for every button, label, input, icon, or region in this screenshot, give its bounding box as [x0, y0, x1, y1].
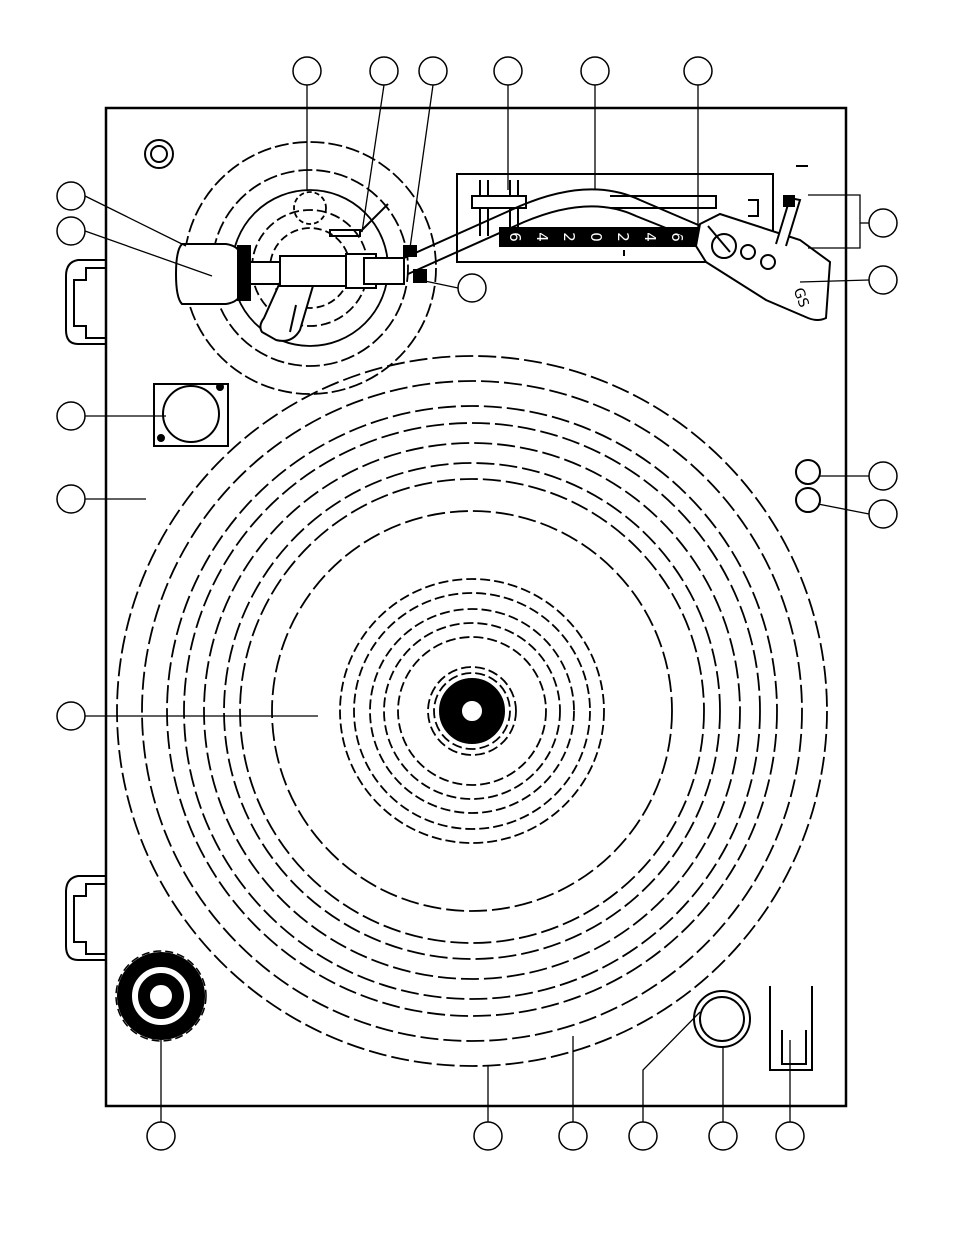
- side-clip-upper: [66, 260, 106, 344]
- pitch-button-upper: [796, 460, 820, 484]
- callout-balloon: [419, 57, 447, 85]
- callout-balloon: [57, 217, 85, 245]
- pitch-scale-digit: 4: [641, 232, 659, 242]
- start-button-lower: [694, 991, 750, 1047]
- callout-balloon: [293, 57, 321, 85]
- spindle: [440, 679, 504, 743]
- callout-balloon: [629, 1122, 657, 1150]
- headshell: GS: [696, 196, 830, 320]
- pitch-scale-digit: 6: [668, 232, 686, 242]
- start-stop-panel: [154, 384, 228, 446]
- callout-balloon: [57, 182, 85, 210]
- pitch-scale-digit: 0: [587, 232, 605, 242]
- pitch-slider: [770, 986, 812, 1070]
- callout-balloon: [57, 402, 85, 430]
- callout-balloon: [869, 209, 897, 237]
- callout-balloon: [57, 702, 85, 730]
- callout-leader: [85, 196, 186, 246]
- callout-balloon: [494, 57, 522, 85]
- callout-balloon: [474, 1122, 502, 1150]
- callout-balloon: [869, 500, 897, 528]
- pitch-button-lower: [796, 488, 820, 512]
- callout-balloon: [458, 274, 486, 302]
- arm-collar: [280, 246, 426, 288]
- pitch-scale-digit: 2: [614, 232, 632, 242]
- counterweight: [176, 244, 280, 304]
- callout-leader: [420, 280, 458, 288]
- callout-balloon: [57, 485, 85, 513]
- callout-balloon: [559, 1122, 587, 1150]
- callout-balloon: [684, 57, 712, 85]
- pitch-scale-digit: 2: [560, 232, 578, 242]
- callout-leader: [410, 85, 433, 248]
- callout-leader: [818, 504, 869, 514]
- callout-balloon: [581, 57, 609, 85]
- pitch-scale-digit: 4: [533, 232, 551, 242]
- callout-balloon: [370, 57, 398, 85]
- side-clip-lower: [66, 876, 106, 960]
- callout-balloon: [147, 1122, 175, 1150]
- screw-top-left: [145, 140, 173, 168]
- callout-balloon: [709, 1122, 737, 1150]
- height-adjust-knob: [294, 192, 326, 224]
- pitch-scale-digit: 6: [506, 232, 524, 242]
- stylus-light: [116, 951, 206, 1041]
- callout-balloon: [869, 266, 897, 294]
- callout-balloon: [869, 462, 897, 490]
- callout-bracket: [808, 195, 860, 248]
- callout-balloon: [776, 1122, 804, 1150]
